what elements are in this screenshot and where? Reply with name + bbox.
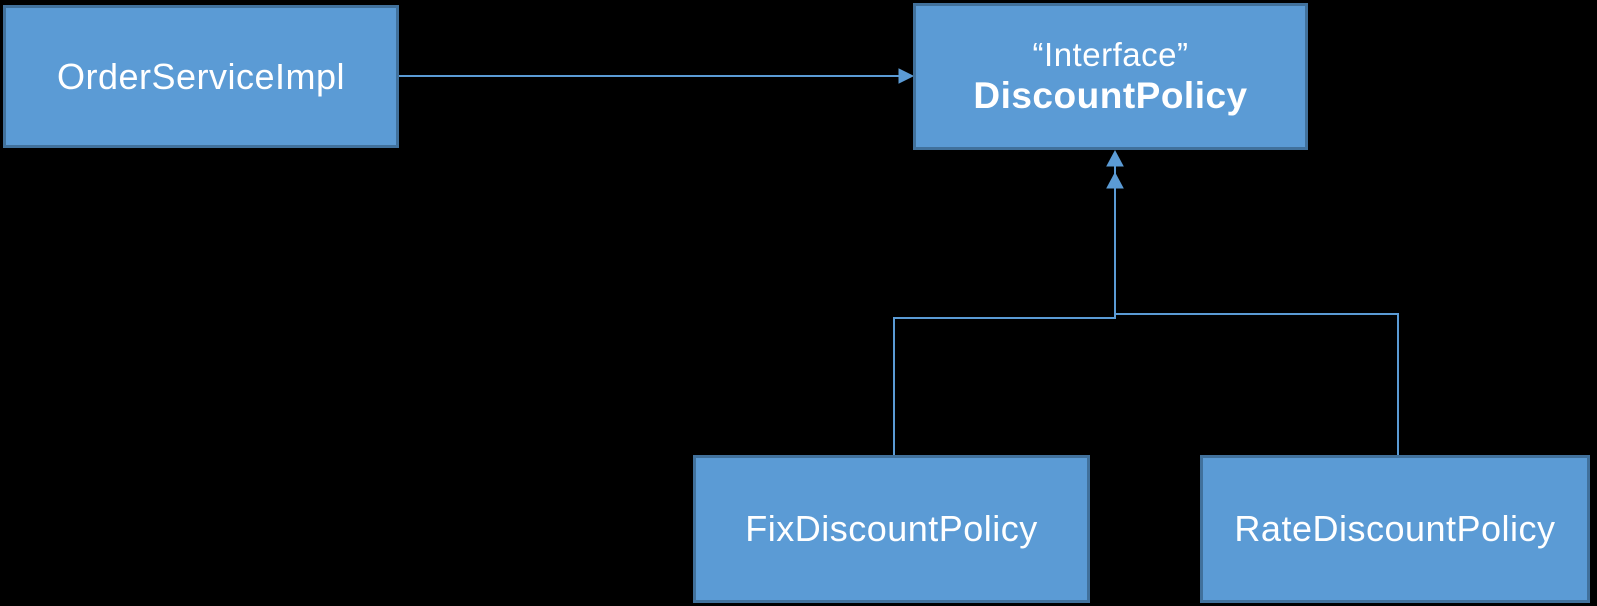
up-arrowhead-icon [1106, 149, 1124, 167]
node-rate-discount-policy: RateDiscountPolicy [1200, 455, 1590, 603]
fix-implements-line [893, 186, 1116, 455]
right-arrowhead-icon [898, 68, 915, 84]
node-label: DiscountPolicy [973, 75, 1248, 117]
node-order-service-impl: OrderServiceImpl [3, 5, 399, 148]
interface-stereotype: “Interface” [1032, 35, 1189, 73]
node-fix-discount-policy: FixDiscountPolicy [693, 455, 1090, 603]
node-label: RateDiscountPolicy [1234, 508, 1556, 550]
up-arrowhead-icon [1106, 171, 1124, 189]
node-label: FixDiscountPolicy [745, 508, 1038, 550]
node-discount-policy-interface: “Interface” DiscountPolicy [913, 3, 1308, 150]
rate-implements-line [1114, 164, 1399, 455]
node-label: OrderServiceImpl [56, 55, 346, 97]
